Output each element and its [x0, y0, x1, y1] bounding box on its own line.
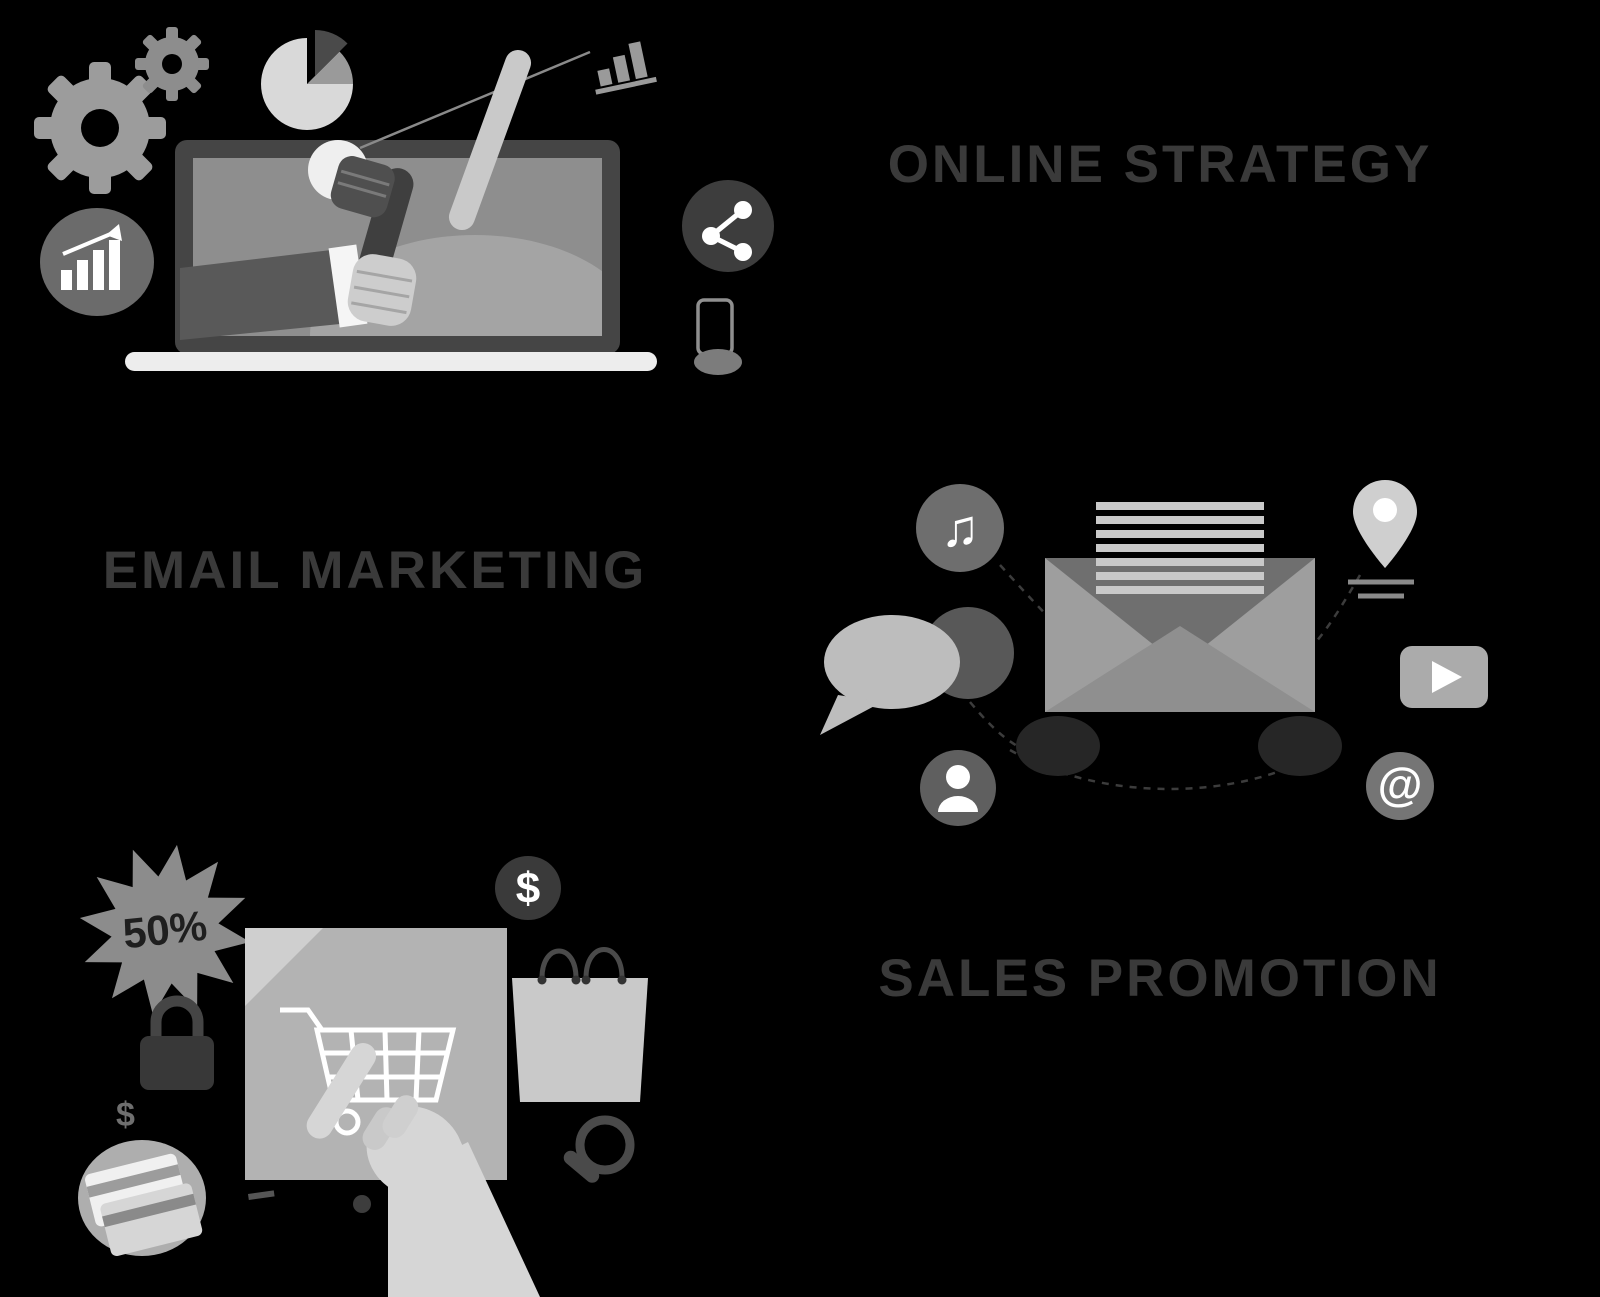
svg-text:♫: ♫ [941, 500, 980, 558]
padlock-icon [140, 995, 214, 1090]
music-note-icon: ♫ [916, 484, 1004, 572]
shadow-blob [1258, 716, 1342, 776]
share-icon [682, 180, 774, 272]
svg-text:@: @ [1378, 758, 1423, 810]
laptop-megaphone-illustration [30, 0, 790, 405]
video-play-icon [1400, 646, 1488, 708]
magnifier-icon [563, 1115, 635, 1183]
microphone-in-hand-icon [180, 140, 417, 340]
small-gear-icon [135, 27, 209, 101]
person-icon [920, 750, 996, 826]
pointer-hand-icon [306, 1043, 540, 1297]
shadow-blob [1016, 716, 1100, 776]
sales-promotion-heading: SALES PROMOTION [878, 949, 1442, 1008]
dash-decoration [247, 1190, 275, 1200]
at-sign-icon: @ [1366, 752, 1434, 820]
bar-chart-growth-icon [40, 208, 154, 316]
phone-in-hand-icon [694, 298, 742, 375]
open-envelope-icon [1045, 502, 1315, 712]
mini-chart-icon [595, 41, 657, 95]
shopping-bag-icon [512, 947, 648, 1102]
letter-lines [1096, 502, 1264, 594]
signal-lines [1348, 579, 1414, 599]
sound-line [359, 50, 591, 150]
pie-chart-icon [261, 30, 353, 130]
email-marketing-heading: EMAIL MARKETING [102, 541, 648, 600]
online-strategy-heading: ONLINE STRATEGY [887, 135, 1433, 194]
location-pin-icon [1353, 480, 1417, 568]
credit-cards-icon [78, 1140, 206, 1256]
discount-starburst-icon: 50% [79, 844, 251, 1016]
stick-icon [448, 49, 532, 231]
chat-bubble-icon [820, 607, 1014, 735]
svg-text:$: $ [516, 864, 540, 913]
small-currency-icon: $ [116, 1096, 135, 1134]
email-illustration: ♫ [800, 450, 1510, 845]
shopping-illustration: 50% $ [70, 830, 690, 1297]
dot-decoration [353, 1195, 371, 1213]
dollar-sign-icon: $ [495, 856, 561, 920]
gear-icon [34, 62, 166, 194]
discount-label: 50% [121, 902, 210, 958]
